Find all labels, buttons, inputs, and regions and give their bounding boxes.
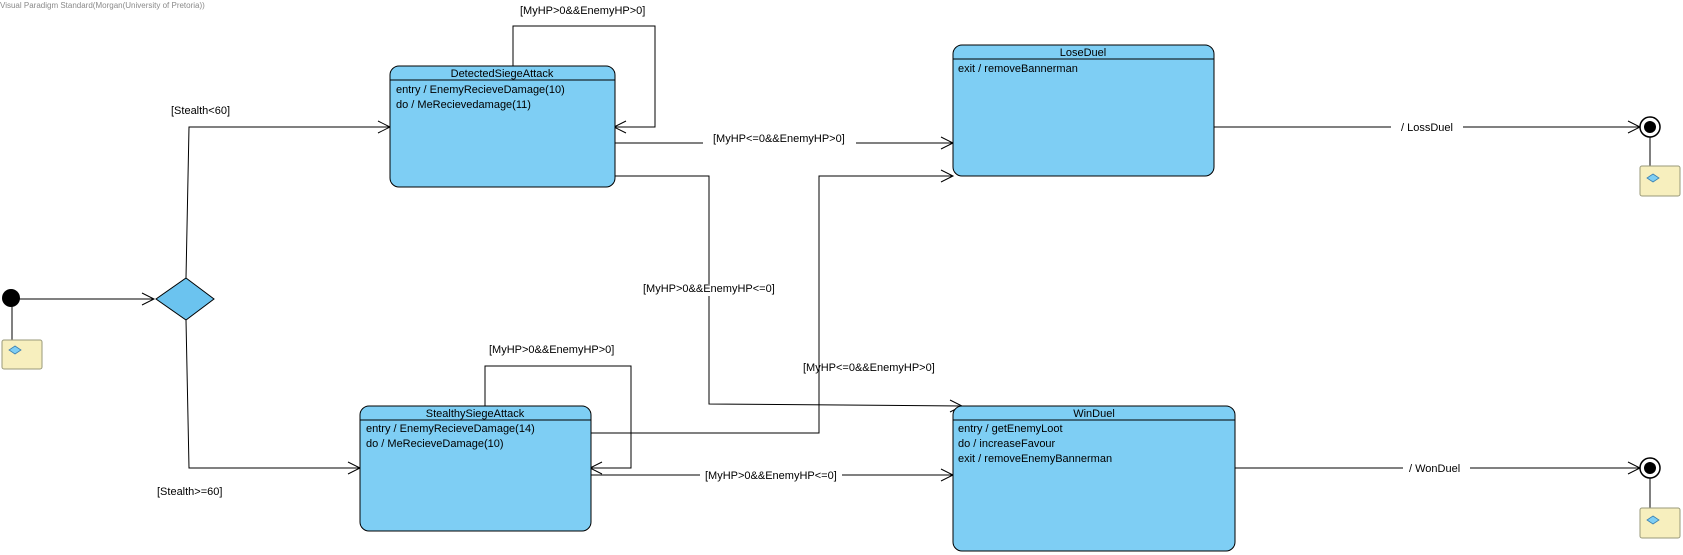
state-win-duel[interactable]: WinDuel entry / getEnemyLoot do / increa… (952, 405, 1236, 552)
effect-won-duel: / WonDuel (1409, 463, 1460, 475)
decision-to-stealthy-line[interactable] (185, 319, 360, 469)
final-node-lose[interactable] (1639, 116, 1661, 138)
state-lose-duel[interactable]: LoseDuel exit / removeBannerman (952, 44, 1215, 177)
guard-detected-self: [MyHP>0&&EnemyHP>0] (520, 5, 645, 17)
guard-stealthy-self: [MyHP>0&&EnemyHP>0] (489, 344, 614, 356)
guard-stealth-high: [Stealth>=60] (157, 486, 222, 498)
decision-to-detected-line[interactable] (185, 126, 390, 279)
state-action: entry / getEnemyLoot (958, 423, 1063, 435)
state-action: exit / removeEnemyBannerman (958, 453, 1112, 465)
state-stealthy-siege-attack[interactable]: StealthySiegeAttack entry / EnemyRecieve… (359, 405, 592, 532)
detected-to-win-line[interactable] (615, 175, 710, 284)
tool-watermark: Visual Paradigm Standard(Morgan(Universi… (0, 1, 205, 10)
stealthy-self-loop-line[interactable] (484, 365, 632, 469)
initial-node[interactable] (2, 289, 20, 307)
note-diamond-icon (8, 345, 22, 355)
note-initial[interactable] (1, 339, 43, 370)
stealthy-to-lose-line[interactable] (591, 363, 820, 434)
state-action: exit / removeBannerman (958, 63, 1078, 75)
state-name: DetectedSiegeAttack (451, 68, 554, 80)
note-diamond-icon (1646, 173, 1660, 183)
detected-to-win-line[interactable] (708, 296, 963, 407)
state-name: LoseDuel (1060, 47, 1106, 59)
effect-loss-duel: / LossDuel (1401, 122, 1453, 134)
state-action: do / increaseFavour (958, 438, 1056, 450)
state-action: entry / EnemyRecieveDamage(14) (366, 423, 535, 435)
guard-stealthy-to-lose: [MyHP<=0&&EnemyHP>0] (803, 362, 935, 374)
note-final-lose[interactable] (1639, 165, 1681, 197)
guard-detected-to-win: [MyHP>0&&EnemyHP<=0] (643, 283, 775, 295)
guard-stealthy-to-win: [MyHP>0&&EnemyHP<=0] (705, 470, 837, 482)
state-name: StealthySiegeAttack (426, 408, 525, 420)
guard-stealth-low: [Stealth<60] (171, 105, 230, 117)
state-detected-siege-attack[interactable]: DetectedSiegeAttack entry / EnemyRecieve… (389, 65, 616, 188)
note-final-win[interactable] (1639, 507, 1681, 539)
state-action: do / MeRecievedamage(11) (396, 99, 531, 111)
note-diamond-icon (1646, 515, 1660, 525)
stealthy-to-lose-line[interactable] (818, 175, 953, 374)
state-action: do / MeRecieveDamage(10) (366, 438, 504, 450)
decision-node[interactable] (155, 277, 215, 321)
state-name: WinDuel (1073, 408, 1115, 420)
detected-self-loop-line[interactable] (512, 25, 656, 128)
final-node-win[interactable] (1639, 457, 1661, 479)
arrowhead (940, 169, 955, 183)
state-action: entry / EnemyRecieveDamage(10) (396, 84, 565, 96)
arrowhead (141, 292, 156, 306)
guard-detected-to-lose: [MyHP<=0&&EnemyHP>0] (713, 133, 845, 145)
